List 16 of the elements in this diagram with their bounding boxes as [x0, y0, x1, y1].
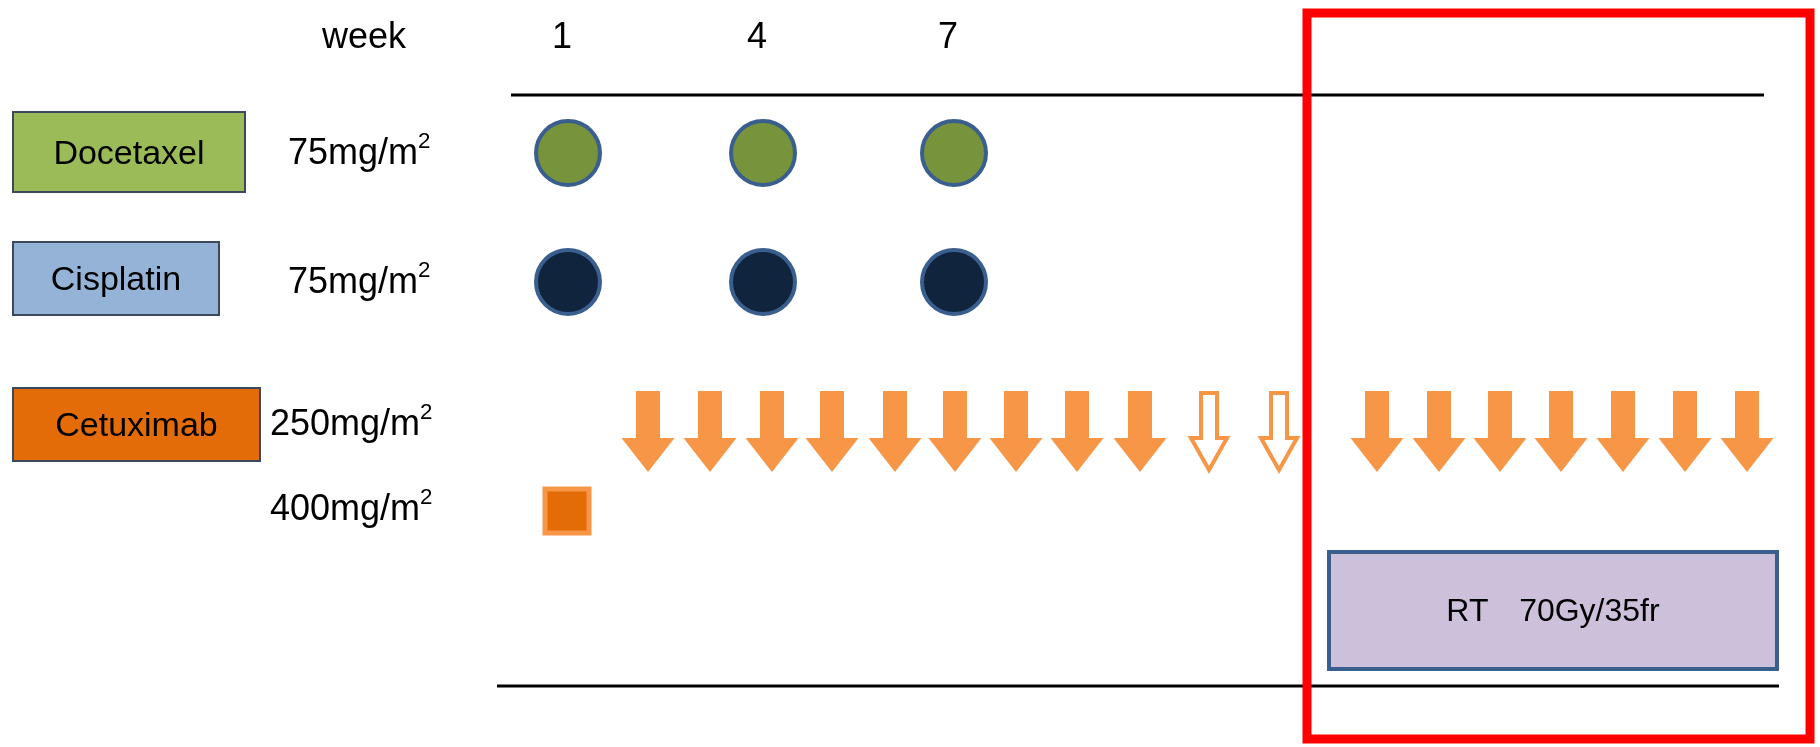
drug-name: Docetaxel	[53, 132, 205, 172]
treatment-bar	[1327, 550, 1779, 671]
week-number: 7	[938, 18, 959, 54]
drug-label-box	[12, 111, 246, 193]
dose-label: 75mg/m$^{2}$	[288, 263, 431, 299]
dose-label: 250mg/m$^{2}$	[270, 405, 433, 441]
drug-label-box	[12, 387, 261, 462]
drug-label-box	[12, 241, 220, 316]
week-number: 1	[552, 18, 573, 54]
week-number: 4	[747, 18, 768, 54]
treatment-label: RT 70Gy/35fr	[1446, 592, 1660, 629]
week-label: week	[322, 18, 407, 54]
drug-name: Cetuximab	[55, 405, 218, 444]
drug-name: Cisplatin	[50, 259, 182, 298]
dose-label: 400mg/m$^{2}$	[270, 490, 433, 526]
dose-label: 75mg/m$^{2}$	[288, 134, 431, 170]
